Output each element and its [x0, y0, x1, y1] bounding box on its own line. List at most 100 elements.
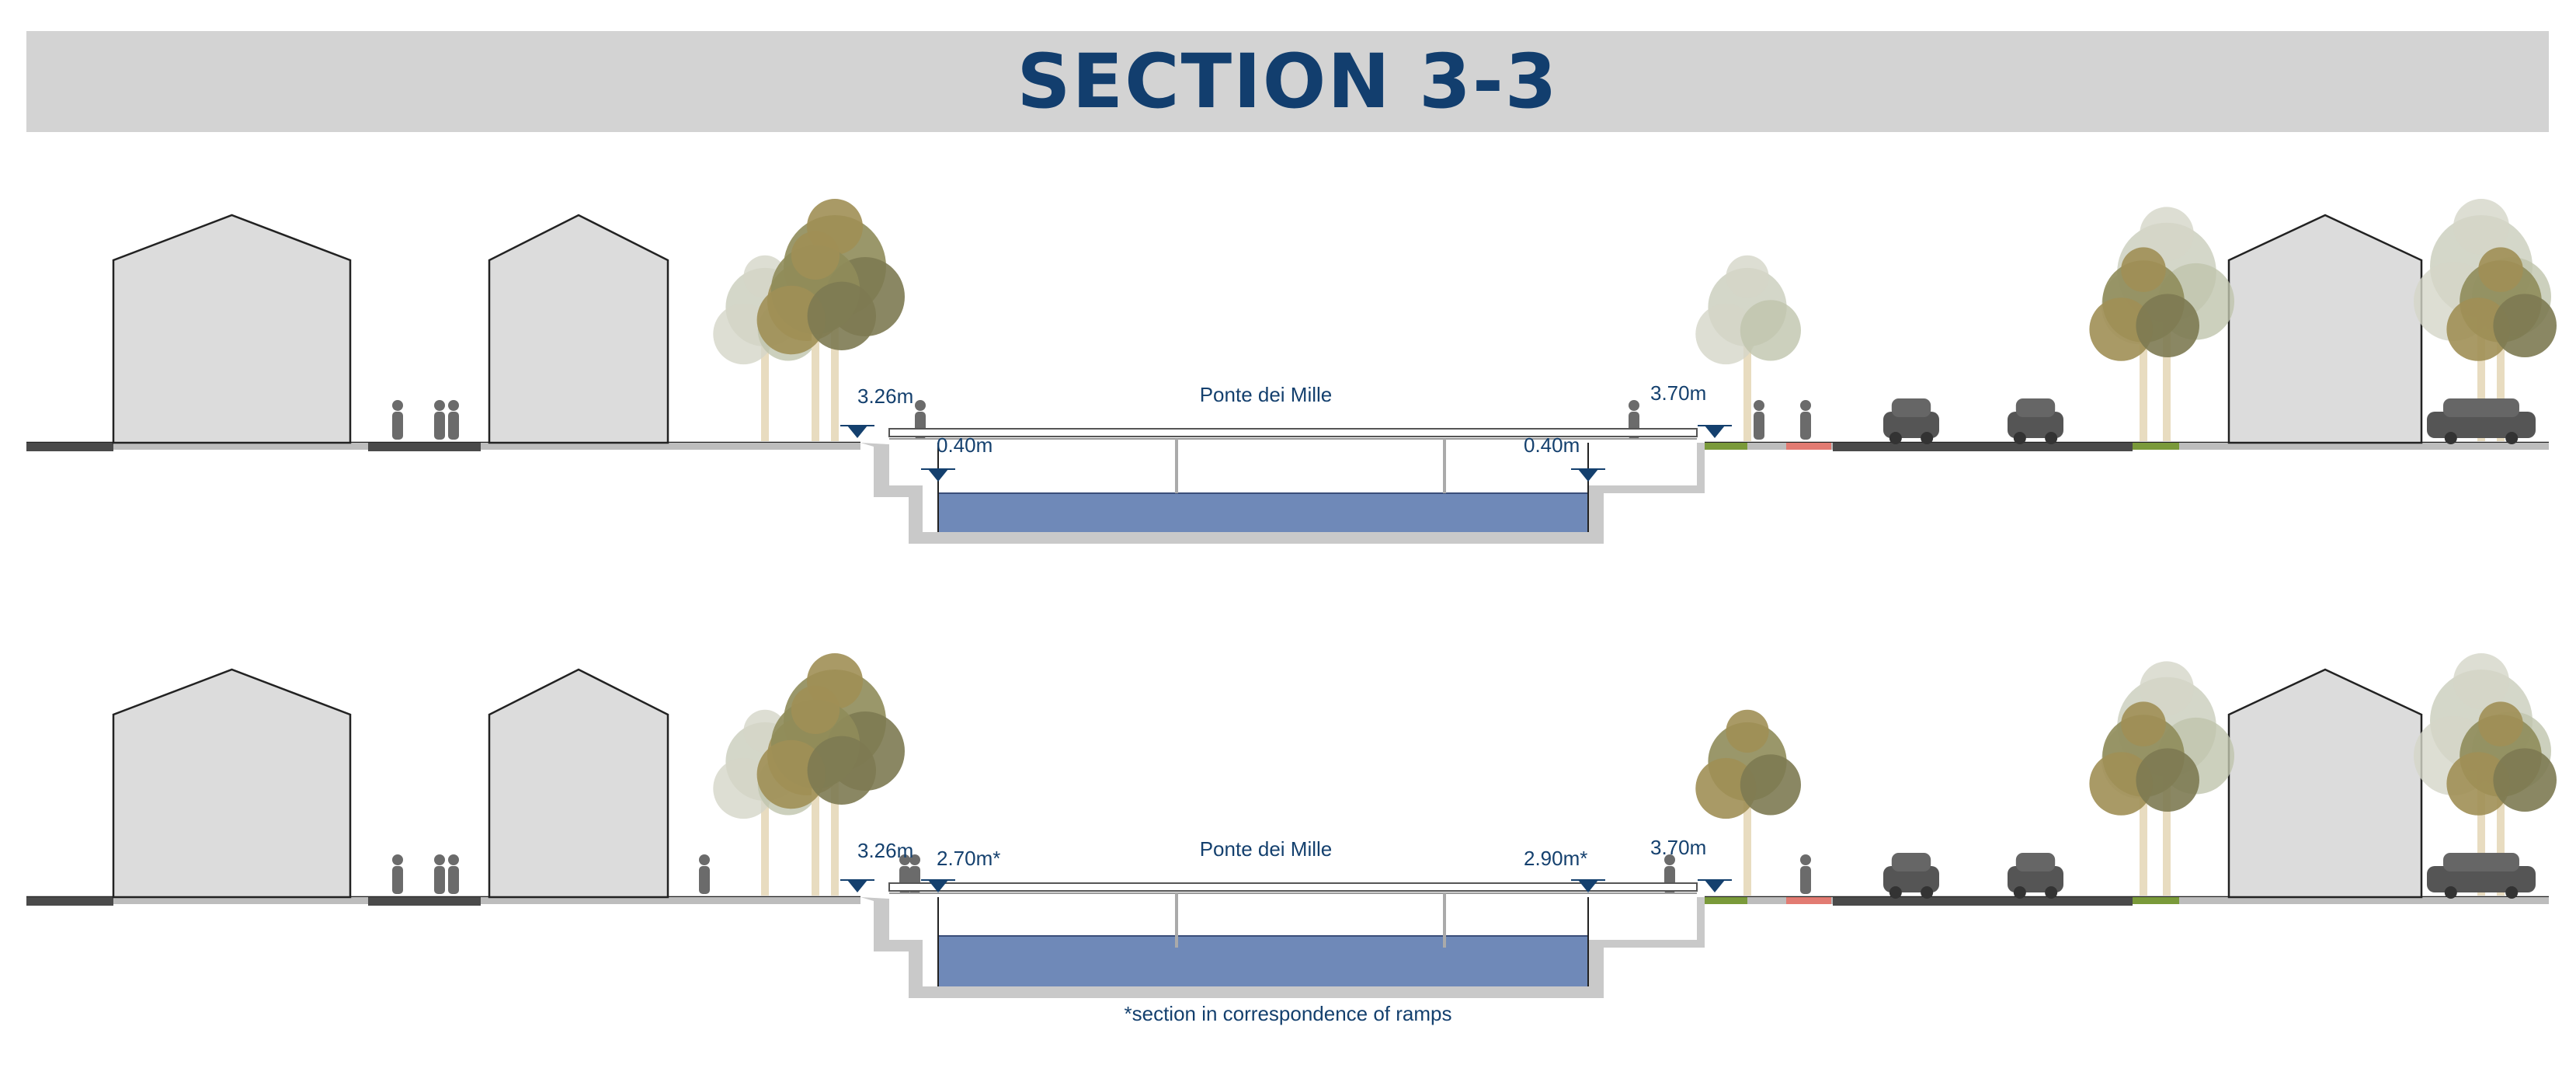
section-drawing: [26, 653, 2557, 998]
car-wheel: [2013, 432, 2026, 444]
tree-crown: [2121, 247, 2166, 292]
tree-crown: [1726, 255, 1769, 298]
person-head: [392, 854, 403, 865]
building: [112, 668, 352, 899]
tree-crown: [2446, 297, 2510, 361]
car-body: [2427, 412, 2536, 438]
tree-trunk: [1743, 343, 1751, 441]
section-top: Ponte dei Mille 3.26m 3.70m 0.40m 0.40m: [26, 199, 2557, 544]
level-marker: [1578, 880, 1598, 892]
green-strip: [1705, 443, 1747, 450]
tree-crown: [1740, 300, 1801, 361]
title-bar: SECTION 3-3: [26, 31, 2549, 132]
car-wheel: [1921, 432, 1934, 444]
tree-trunk: [761, 797, 769, 896]
section-drawing: [26, 199, 2557, 544]
car-wheel: [2444, 886, 2457, 899]
right-level-label: 3.70m: [1650, 381, 1706, 405]
canal-water: [938, 936, 1588, 986]
bridge-label: Ponte dei Mille: [1200, 383, 1333, 406]
person-head: [1800, 400, 1811, 411]
person-head: [1800, 854, 1811, 865]
tree-crown: [807, 736, 877, 805]
tree-crown: [1740, 754, 1801, 816]
left-water-level-label: 2.70m*: [937, 847, 1000, 870]
green-strip: [2133, 443, 2179, 450]
road-surface: [368, 443, 481, 451]
building: [488, 668, 669, 899]
left-water-level-label: 0.40m: [937, 433, 993, 457]
car-body: [1883, 412, 1939, 438]
person-head: [699, 854, 710, 865]
tree-trunk: [2163, 317, 2171, 441]
car-wheel: [2505, 432, 2519, 444]
building: [488, 214, 669, 444]
level-marker: [1705, 880, 1725, 892]
road-surface: [368, 897, 481, 906]
tree-crown: [791, 231, 840, 280]
right-level-label: 3.70m: [1650, 836, 1706, 859]
building: [112, 214, 352, 444]
tree-crown: [1726, 709, 1769, 753]
tree-crown: [807, 281, 877, 350]
tree-trunk: [2140, 339, 2147, 441]
person-head: [899, 854, 910, 865]
canal-water: [938, 493, 1588, 532]
level-marker: [1705, 426, 1725, 438]
level-marker: [928, 469, 948, 482]
canal-wall: [860, 897, 1705, 998]
building: [2227, 214, 2423, 444]
tree-crown: [2089, 297, 2153, 361]
car-wheel: [2045, 432, 2058, 444]
car-wheel: [2505, 886, 2519, 899]
level-marker: [847, 426, 867, 438]
tree-crown: [2453, 653, 2509, 709]
left-level-label: 3.26m: [857, 839, 913, 862]
person-body: [1800, 866, 1811, 894]
tree-trunk: [761, 343, 769, 441]
person-body: [448, 866, 459, 894]
tree-trunk: [2477, 767, 2485, 896]
person-head: [1629, 400, 1639, 411]
building: [2227, 668, 2423, 899]
tree-trunk: [2497, 339, 2505, 441]
car-wheel: [2045, 886, 2058, 899]
bridge-label: Ponte dei Mille: [1200, 837, 1333, 861]
tree-crown: [1695, 303, 1757, 365]
tree-trunk: [812, 330, 819, 441]
person-body: [699, 866, 710, 894]
level-marker: [928, 880, 948, 892]
section-bottom: Ponte dei Mille 3.26m 3.70m 2.70m* 2.90m…: [26, 653, 2557, 998]
tree-crown: [756, 739, 826, 809]
car-roof: [1891, 853, 1931, 871]
person-head: [448, 854, 459, 865]
tree-trunk: [2477, 313, 2485, 441]
person-body: [1800, 412, 1811, 440]
tree-trunk: [812, 784, 819, 896]
person-head: [448, 400, 459, 411]
car-wheel: [2444, 432, 2457, 444]
tree-crown: [2140, 207, 2194, 261]
level-marker: [1578, 469, 1598, 482]
tree-crown: [2446, 752, 2510, 816]
person-head: [915, 400, 926, 411]
car-wheel: [2013, 886, 2026, 899]
person-head: [434, 400, 445, 411]
right-water-level-label: 0.40m: [1524, 433, 1580, 457]
tree-trunk: [1743, 797, 1751, 896]
tree-crown: [2121, 701, 2166, 746]
road-surface: [26, 897, 113, 906]
tree-crown: [2453, 199, 2509, 255]
tree-trunk: [2140, 793, 2147, 896]
person-body: [392, 866, 403, 894]
person-head: [434, 854, 445, 865]
car-body: [2427, 866, 2536, 892]
person-body: [392, 412, 403, 440]
tree-crown: [791, 685, 840, 734]
bridge-deck: [888, 882, 1698, 892]
car-roof: [2015, 853, 2056, 871]
road-surface: [1833, 443, 2133, 451]
tree-trunk: [831, 313, 839, 441]
tree-crown: [756, 285, 826, 355]
car-body: [2008, 412, 2063, 438]
